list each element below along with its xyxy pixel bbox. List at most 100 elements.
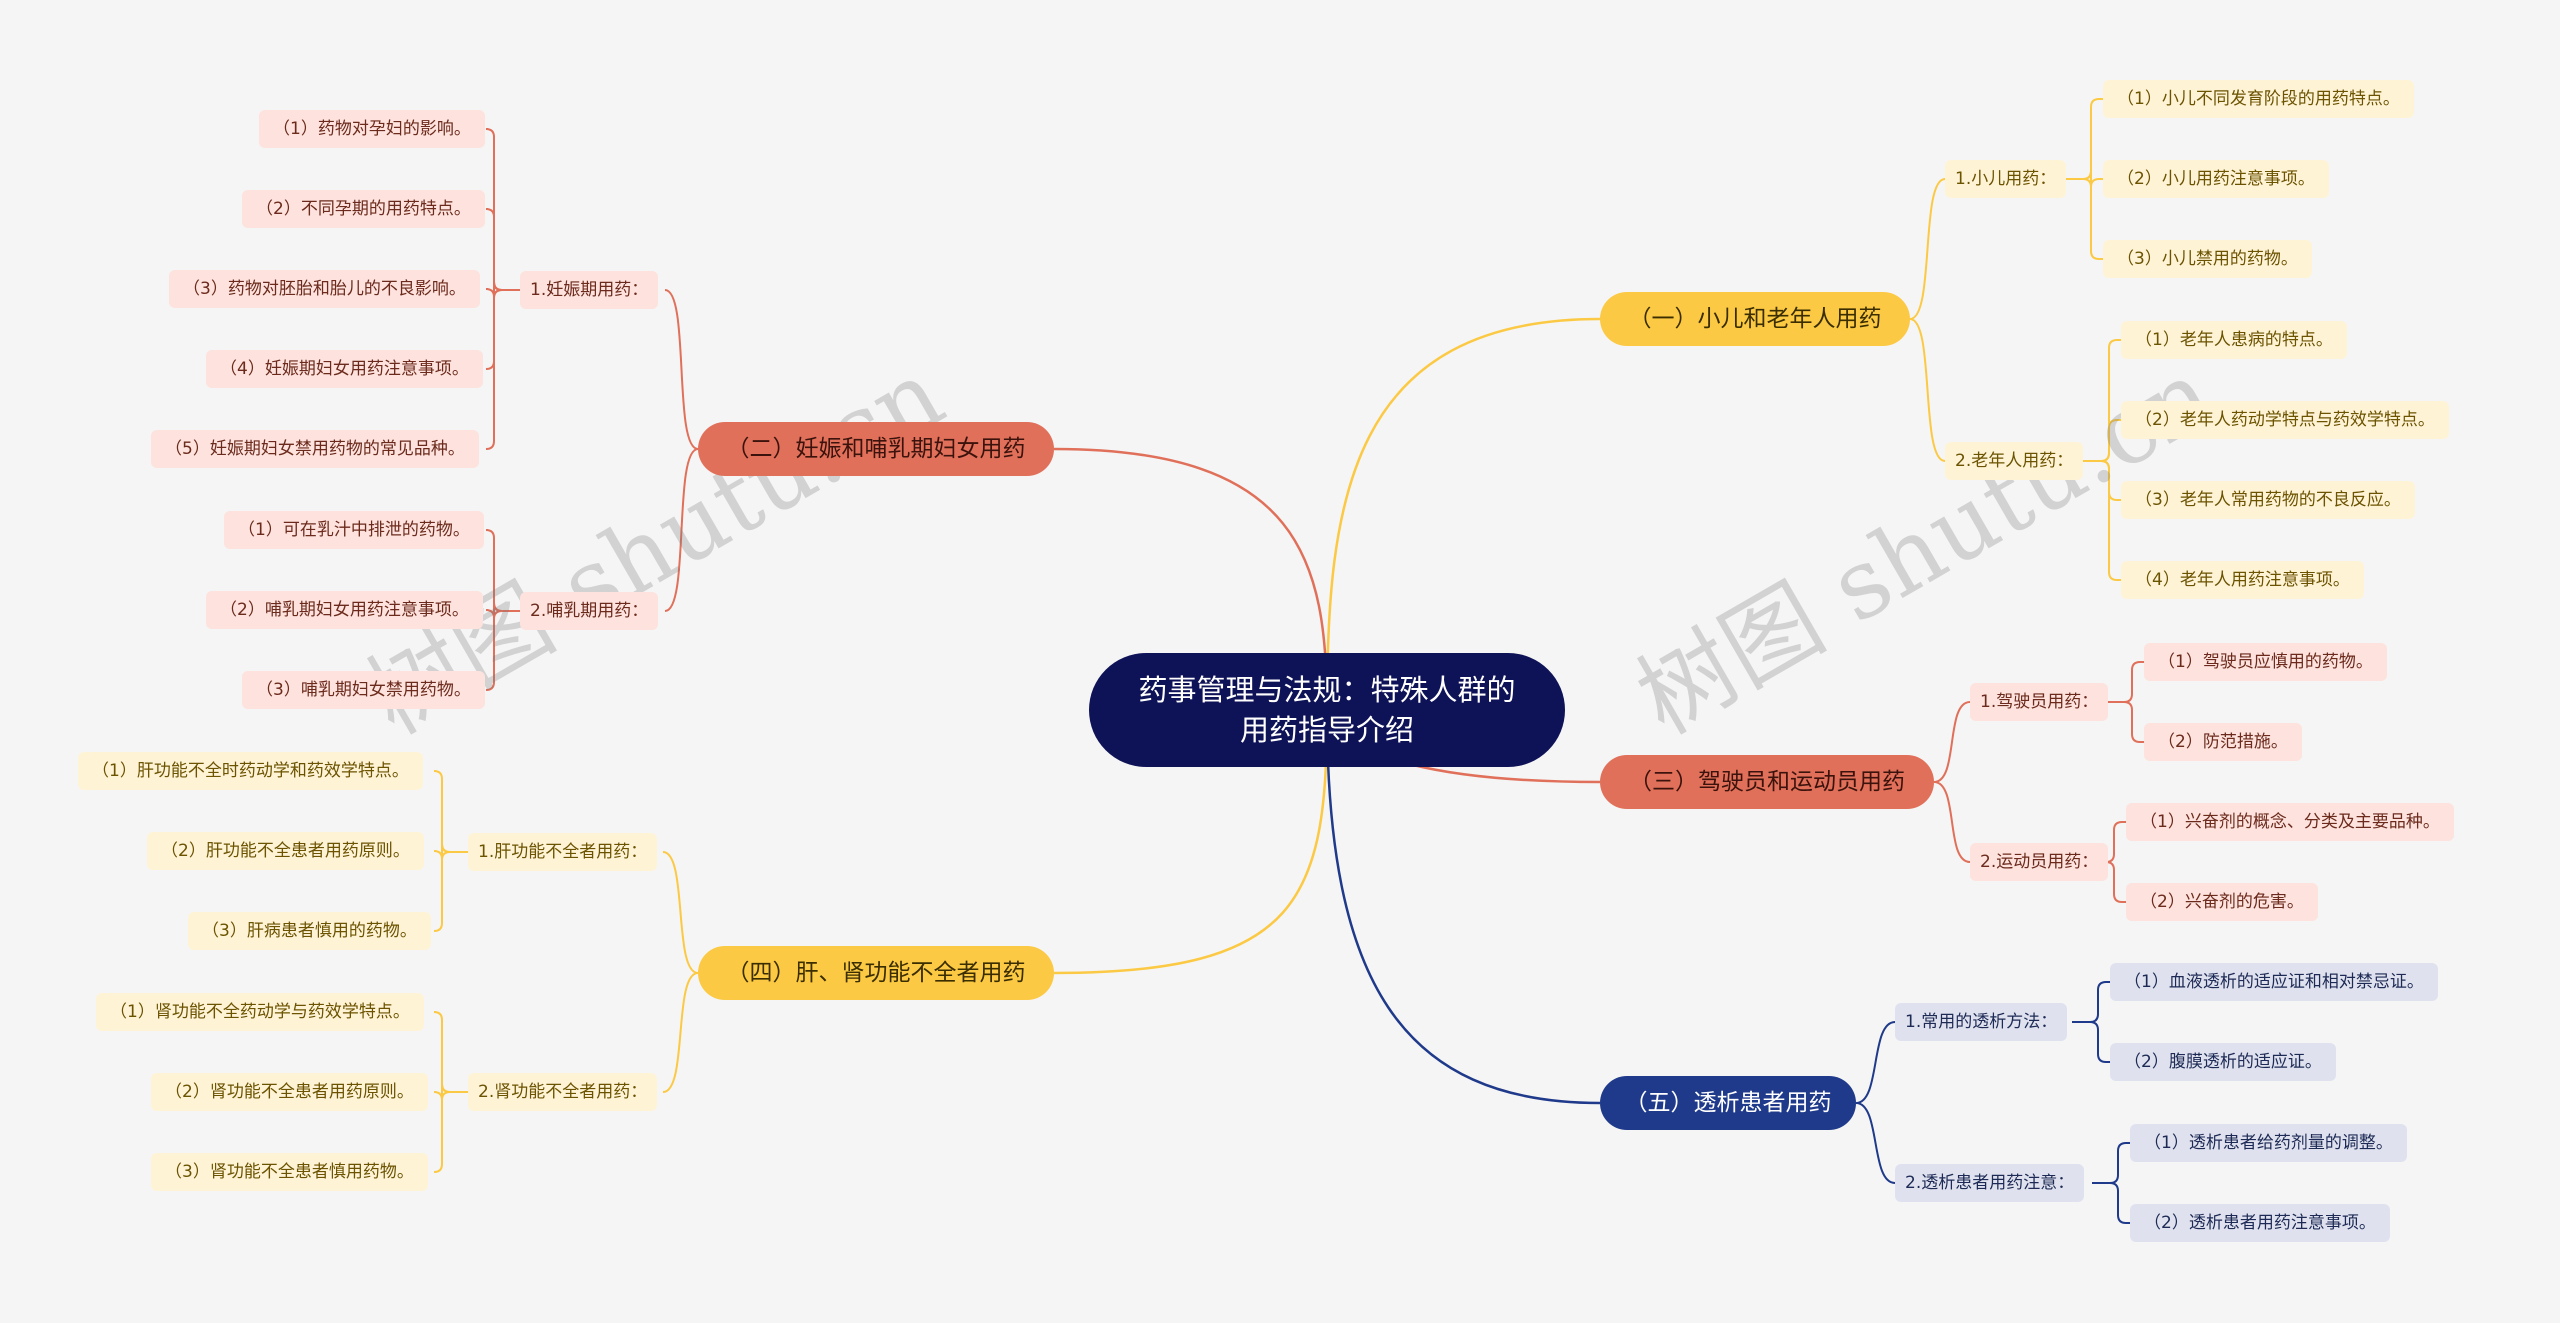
leaf-label: （1）肝功能不全时药动学和药效学特点。 <box>92 761 409 781</box>
leaf-item[interactable]: （2）肾功能不全患者用药原则。 <box>151 1073 428 1111</box>
sub-lactation-medication[interactable]: 2.哺乳期用药： <box>520 592 659 630</box>
sub-elderly-medication[interactable]: 2.老年人用药： <box>1945 442 2084 480</box>
leaf-item[interactable]: （4）老年人用药注意事项。 <box>2121 561 2364 599</box>
leaf-label: （2）防范措施。 <box>2158 732 2288 752</box>
leaf-item[interactable]: （2）防范措施。 <box>2144 723 2302 761</box>
connector <box>433 851 468 932</box>
leaf-label: （1）透析患者给药剂量的调整。 <box>2144 1133 2393 1153</box>
leaf-item[interactable]: （2）不同孕期的用药特点。 <box>242 190 485 228</box>
sub-label: 1.小儿用药： <box>1955 169 2057 189</box>
sub-label: 1.肝功能不全者用药： <box>478 842 648 862</box>
leaf-label: （2）小儿用药注意事项。 <box>2117 169 2315 189</box>
leaf-item[interactable]: （1）可在乳汁中排泄的药物。 <box>224 511 484 549</box>
connector <box>433 770 468 853</box>
connector <box>2106 701 2144 743</box>
connector <box>662 972 699 1093</box>
leaf-item[interactable]: （3）老年人常用药物的不良反应。 <box>2121 481 2415 519</box>
connector <box>2092 1182 2130 1224</box>
leaf-label: （3）肝病患者慎用的药物。 <box>202 921 417 941</box>
connector <box>1909 178 1946 320</box>
connector <box>485 208 520 291</box>
leaf-item[interactable]: （4）妊娠期妇女用药注意事项。 <box>206 350 483 388</box>
connector <box>485 610 520 691</box>
branch-drivers-athletes[interactable]: （三）驾驶员和运动员用药 <box>1600 755 1934 809</box>
leaf-label: （3）哺乳期妇女禁用药物。 <box>256 680 471 700</box>
connector <box>2092 1142 2130 1184</box>
leaf-item[interactable]: （1）透析患者给药剂量的调整。 <box>2130 1124 2407 1162</box>
sub-label: 1.妊娠期用药： <box>530 280 649 300</box>
connector <box>2088 861 2126 903</box>
connector <box>485 289 520 370</box>
leaf-item[interactable]: （1）驾驶员应慎用的药物。 <box>2144 643 2387 681</box>
leaf-label: （1）肾功能不全药动学与药效学特点。 <box>110 1002 410 1022</box>
leaf-label: （2）不同孕期的用药特点。 <box>256 199 471 219</box>
sub-dialysis-precautions[interactable]: 2.透析患者用药注意： <box>1895 1164 2085 1202</box>
sub-driver-medication[interactable]: 1.驾驶员用药： <box>1970 683 2109 721</box>
leaf-label: （3）老年人常用药物的不良反应。 <box>2135 490 2401 510</box>
leaf-item[interactable]: （1）老年人患病的特点。 <box>2121 321 2347 359</box>
leaf-label: （4）老年人用药注意事项。 <box>2135 570 2350 590</box>
connector <box>433 1011 468 1093</box>
leaf-item[interactable]: （1）血液透析的适应证和相对禁忌证。 <box>2110 963 2438 1001</box>
leaf-item[interactable]: （2）小儿用药注意事项。 <box>2103 160 2329 198</box>
leaf-item[interactable]: （1）肝功能不全时药动学和药效学特点。 <box>78 752 423 790</box>
sub-liver-insufficiency[interactable]: 1.肝功能不全者用药： <box>468 833 658 871</box>
branch-children-elderly[interactable]: （一）小儿和老年人用药 <box>1600 292 1910 346</box>
leaf-label: （3）肾功能不全患者慎用药物。 <box>165 1162 414 1182</box>
branch-dialysis[interactable]: （五）透析患者用药 <box>1600 1076 1856 1130</box>
leaf-label: （2）哺乳期妇女用药注意事项。 <box>220 600 469 620</box>
leaf-item[interactable]: （2）兴奋剂的危害。 <box>2126 883 2318 921</box>
connector <box>2065 98 2103 180</box>
branch-liver-kidney[interactable]: （四）肝、肾功能不全者用药 <box>698 946 1054 1000</box>
connector <box>2072 981 2110 1023</box>
sub-dialysis-methods[interactable]: 1.常用的透析方法： <box>1895 1003 2068 1041</box>
leaf-item[interactable]: （2）肝功能不全患者用药原则。 <box>147 832 424 870</box>
connector <box>1933 701 1971 783</box>
leaf-item[interactable]: （2）透析患者用药注意事项。 <box>2130 1204 2390 1242</box>
sub-label: 2.运动员用药： <box>1980 852 2099 872</box>
leaf-item[interactable]: （3）肾功能不全患者慎用药物。 <box>151 1153 428 1191</box>
connector <box>2106 661 2144 703</box>
sub-children-medication[interactable]: 1.小儿用药： <box>1945 160 2067 198</box>
leaf-item[interactable]: （3）肝病患者慎用的药物。 <box>188 912 431 950</box>
leaf-item[interactable]: （3）哺乳期妇女禁用药物。 <box>242 671 485 709</box>
leaf-label: （1）兴奋剂的概念、分类及主要品种。 <box>2140 812 2440 832</box>
leaf-item[interactable]: （1）小儿不同发育阶段的用药特点。 <box>2103 80 2414 118</box>
sub-athlete-medication[interactable]: 2.运动员用药： <box>1970 843 2109 881</box>
leaf-item[interactable]: （5）妊娠期妇女禁用药物的常见品种。 <box>151 430 479 468</box>
sub-label: 2.肾功能不全者用药： <box>478 1082 648 1102</box>
leaf-item[interactable]: （2）老年人药动学特点与药效学特点。 <box>2121 401 2449 439</box>
connector <box>1053 447 1329 711</box>
leaf-item[interactable]: （1）肾功能不全药动学与药效学特点。 <box>96 993 424 1031</box>
connector <box>1325 317 1601 711</box>
sub-pregnancy-medication[interactable]: 1.妊娠期用药： <box>520 271 659 309</box>
branch-label: （四）肝、肾功能不全者用药 <box>726 960 1026 986</box>
leaf-label: （1）血液透析的适应证和相对禁忌证。 <box>2124 972 2424 992</box>
sub-label: 1.常用的透析方法： <box>1905 1012 2058 1032</box>
leaf-label: （4）妊娠期妇女用药注意事项。 <box>220 359 469 379</box>
leaf-label: （2）肝功能不全患者用药原则。 <box>161 841 410 861</box>
leaf-label: （1）药物对孕妇的影响。 <box>273 119 471 139</box>
leaf-item[interactable]: （1）药物对孕妇的影响。 <box>259 110 485 148</box>
leaf-item[interactable]: （1）兴奋剂的概念、分类及主要品种。 <box>2126 803 2454 841</box>
connector <box>2065 178 2103 260</box>
branch-label: （一）小儿和老年人用药 <box>1628 306 1882 332</box>
leaf-item[interactable]: （2）腹膜透析的适应证。 <box>2110 1043 2336 1081</box>
leaf-item[interactable]: （3）药物对胚胎和胎儿的不良影响。 <box>169 270 480 308</box>
sub-label: 2.透析患者用药注意： <box>1905 1173 2075 1193</box>
connector <box>2072 1021 2110 1063</box>
leaf-label: （2）老年人药动学特点与药效学特点。 <box>2135 410 2435 430</box>
connector <box>485 289 520 450</box>
root-node[interactable]: 药事管理与法规：特殊人群的用药指导介绍 <box>1089 653 1565 767</box>
branch-label: （三）驾驶员和运动员用药 <box>1629 769 1905 795</box>
connector <box>662 851 699 974</box>
leaf-label: （1）可在乳汁中排泄的药物。 <box>238 520 470 540</box>
sub-label: 1.驾驶员用药： <box>1980 692 2099 712</box>
connector <box>1909 318 1946 462</box>
sub-kidney-insufficiency[interactable]: 2.肾功能不全者用药： <box>468 1073 658 1111</box>
branch-pregnancy-lactation[interactable]: （二）妊娠和哺乳期妇女用药 <box>698 422 1054 476</box>
leaf-item[interactable]: （2）哺乳期妇女用药注意事项。 <box>206 591 483 629</box>
sub-label: 2.哺乳期用药： <box>530 601 649 621</box>
leaf-item[interactable]: （3）小儿禁用的药物。 <box>2103 240 2312 278</box>
